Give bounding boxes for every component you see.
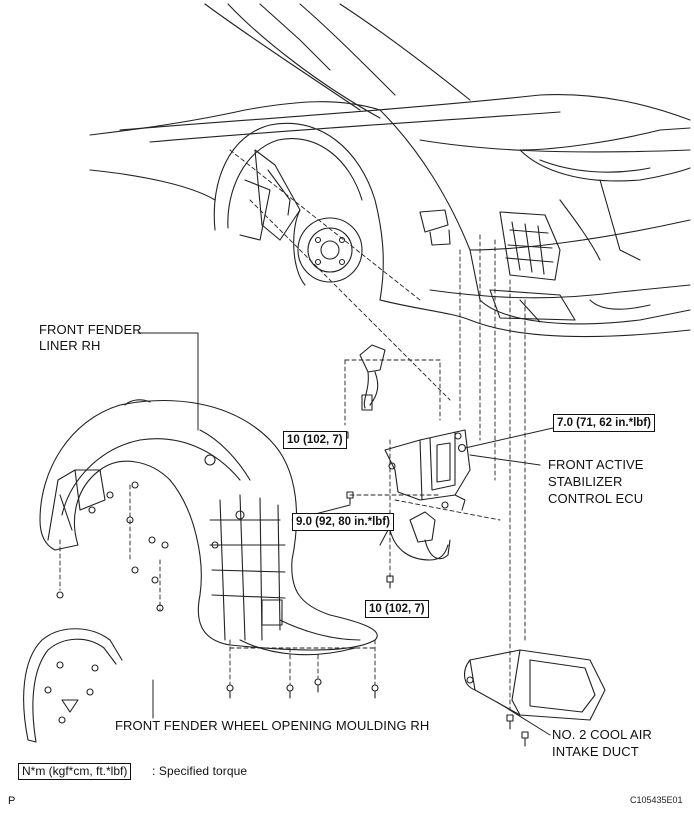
- label-front-active-line2: STABILIZER: [548, 474, 623, 489]
- torque-box-4: 10 (102, 7): [365, 600, 429, 618]
- label-duct-line1: NO. 2 COOL AIR: [552, 727, 652, 742]
- front-fender-liner-rh: [39, 399, 378, 656]
- torque-box-3: 9.0 (92, 80 in.*lbf): [292, 513, 394, 531]
- label-front-fender-liner-line1: FRONT FENDER: [39, 322, 142, 337]
- label-front-active-line3: CONTROL ECU: [548, 491, 644, 506]
- figure-id: C105435E01: [630, 795, 683, 805]
- legend-unit-box: N*m (kgf*cm, ft.*lbf): [18, 763, 132, 780]
- cool-air-intake-duct: [464, 649, 606, 747]
- assembly-dashed-lines: [59, 149, 526, 711]
- clip-icons: [56, 481, 379, 699]
- vehicle-body-outline: [89, 3, 691, 338]
- label-duct-line2: INTAKE DUCT: [552, 744, 639, 759]
- label-front-fender-liner-line2: LINER RH: [39, 338, 101, 353]
- leader-lines: [137, 332, 554, 736]
- torque-box-2: 7.0 (71, 62 in.*lbf): [553, 414, 655, 432]
- label-front-active-line1: FRONT ACTIVE: [548, 457, 644, 472]
- torque-box-1: 10 (102, 7): [283, 431, 347, 449]
- legend-text: : Specified torque: [152, 764, 248, 778]
- corner-letter: P: [8, 795, 16, 807]
- label-moulding: FRONT FENDER WHEEL OPENING MOULDING RH: [115, 718, 430, 733]
- front-active-stabilizer-ecu: [359, 344, 471, 561]
- wheel-opening-moulding-rh: [23, 628, 123, 743]
